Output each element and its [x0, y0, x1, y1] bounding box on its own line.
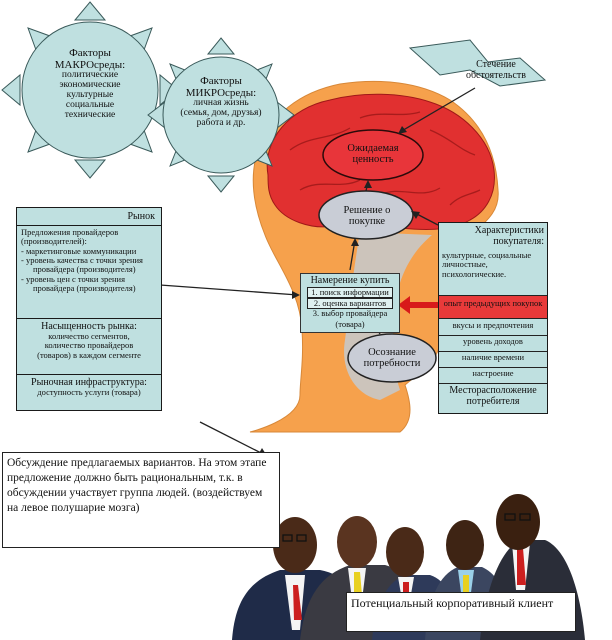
expected-value-line2: ценность — [352, 154, 394, 166]
saturation-title: Насыщенность рынка: — [41, 321, 137, 332]
buyer-title1: Характеристики — [474, 225, 544, 236]
lightning-icon — [408, 39, 547, 87]
expected-value: Ожидаемая ценность — [328, 143, 418, 165]
market-saturation: Насыщенность рынка: количество сегментов… — [19, 321, 159, 360]
buyer-location2: потребителя — [466, 396, 520, 407]
macro-item: технические — [64, 109, 116, 120]
market-infra: Рыночная инфраструктура: доступность усл… — [19, 377, 159, 397]
need-line2: потребности — [363, 358, 421, 370]
market-panel: Рынок Предложения провайдеров (производи… — [16, 207, 162, 411]
saturation-line: (товаров) в каждом сегменте — [37, 349, 141, 360]
buyer-location1: Месторасположение — [449, 385, 537, 396]
infra-line: доступность услуги (товара) — [37, 387, 141, 397]
market-supply-line: (производителей): — [21, 236, 87, 247]
micro-item: личная жизнь — [193, 98, 249, 109]
buyer-desc-line: личностные, — [442, 259, 488, 270]
market-supply-line: Предложения провайдеров — [21, 227, 119, 237]
decision-line1: Решение о — [343, 205, 391, 216]
micro-title2: МИКРОсреды: — [185, 86, 257, 99]
buyer-desc: культурные, социальные личностные, психо… — [442, 250, 546, 279]
macro-title2: МАКРОсреды: — [54, 58, 126, 71]
expected-value-oval — [322, 129, 424, 181]
buyer-row: настроение — [439, 368, 547, 384]
macro-item: политические — [61, 70, 119, 81]
macro-item: социальные — [65, 100, 115, 110]
client-callout: Потенциальный корпоративный клиент — [346, 592, 576, 632]
market-supply-line: провайдера (производителя) — [33, 264, 136, 275]
intent-title: Намерение купить — [310, 275, 390, 286]
micro-item: работа и др. — [196, 118, 246, 129]
red-arrow — [398, 296, 440, 314]
buyer-row: вкусы и предпочтения — [439, 320, 547, 336]
saturation-line: количество провайдеров — [44, 340, 134, 351]
macro-title1: Факторы — [69, 47, 111, 59]
need-oval — [347, 333, 437, 383]
buyer-panel: Характеристики покупателя: культурные, с… — [438, 222, 548, 414]
buyer-desc-line: культурные, социальные — [442, 250, 532, 260]
infra-title: Рыночная инфраструктура: — [31, 377, 147, 388]
micro-factors: Факторы МИКРОсреды: личная жизнь (семья,… — [168, 75, 274, 129]
market-supply-line: - уровень качества с точки зрения — [21, 255, 143, 266]
intent-tail: (товара) — [335, 319, 365, 329]
intent-box: Намерение купить 1. поиск информации 2. … — [300, 273, 400, 333]
macro-factors: Факторы МАКРОсреды: политические экономи… — [38, 47, 142, 121]
micro-sun — [147, 37, 295, 193]
buyer-row: наличие времени — [439, 352, 547, 368]
circumstances-line2: обстоятельств — [465, 69, 527, 81]
market-supply-line: - маркетинговые коммуникации — [21, 245, 137, 256]
expected-value-line1: Ожидаемая — [347, 143, 399, 154]
buyer-title: Характеристики покупателя: — [475, 225, 544, 247]
macro-item: культурные — [66, 90, 114, 101]
buyer-title2: покупателя: — [493, 236, 544, 247]
circumstances-line1: Стечение — [476, 59, 516, 70]
decision-line2: покупке — [348, 216, 386, 228]
intent-item: 1. поиск информации — [307, 287, 393, 299]
need-line1: Осознание — [368, 347, 416, 358]
discussion-callout: Обсуждение предлагаемых вариантов. На эт… — [2, 452, 280, 548]
circumstances: Стечение обстоятельств — [448, 59, 544, 81]
intent-item: 3. выбор провайдера — [312, 308, 388, 318]
saturation-line: количество сегментов, — [48, 331, 130, 341]
market-title: Рынок — [127, 211, 156, 222]
micro-item: (семья, дом, друзья) — [180, 108, 262, 119]
buyer-location: Месторасположение потребителя — [439, 385, 547, 407]
intent-item: 2. оценка вариантов — [307, 298, 393, 310]
market-supply-line: - уровень цен с точки зрения — [21, 273, 125, 284]
market-supply-line: провайдера (производителя) — [33, 283, 136, 294]
buyer-desc-line: психологические. — [442, 268, 507, 279]
macro-item: экономические — [59, 80, 121, 91]
need: Осознание потребности — [348, 347, 436, 369]
market-supply: Предложения провайдеров (производителей)… — [21, 227, 159, 294]
buyer-row-experience: опыт предыдущих покупок — [439, 295, 547, 319]
decision: Решение о покупке — [322, 205, 412, 227]
buyer-row: уровень доходов — [439, 336, 547, 352]
micro-title1: Факторы — [200, 75, 242, 87]
macro-sun — [1, 1, 179, 179]
